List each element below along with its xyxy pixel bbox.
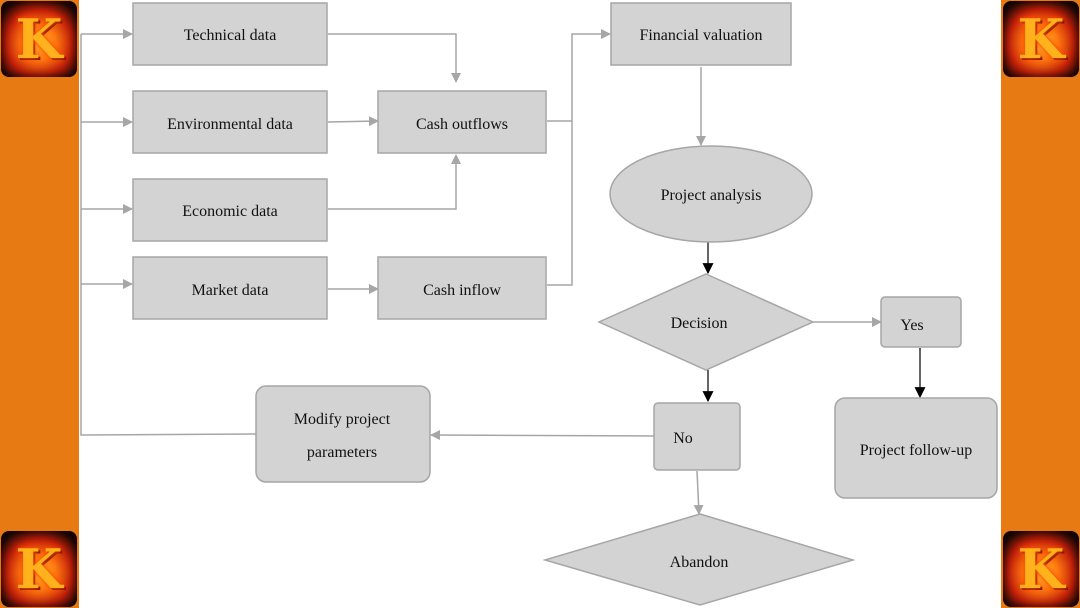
label-abandon: Abandon	[670, 554, 729, 571]
flame-k-logo-bottom-left: K	[1, 531, 77, 607]
label-project-followup: Project follow-up	[860, 442, 972, 459]
flame-k-logo-top-left: K	[1, 1, 77, 77]
label-market-data: Market data	[192, 282, 269, 299]
flame-k-logo-bottom-right: K	[1003, 531, 1079, 607]
node-modify-project-parameters	[255, 385, 431, 483]
flame-k-logo-top-right: K	[1003, 1, 1079, 77]
node-financial-valuation	[610, 2, 792, 66]
label-economic-data: Economic data	[182, 203, 278, 220]
label-yes: Yes	[900, 317, 923, 334]
connector-economic-to-outflows	[328, 154, 461, 210]
node-abandon	[542, 513, 856, 606]
label-modify-line2: parameters	[307, 444, 377, 461]
node-project-followup	[834, 397, 998, 499]
label-financial-valuation: Financial valuation	[639, 27, 762, 44]
label-decision: Decision	[671, 315, 728, 332]
label-cash-outflows: Cash outflows	[416, 116, 508, 133]
node-environmental-data	[132, 90, 328, 154]
node-cash-outflows	[377, 90, 547, 154]
label-technical-data: Technical data	[184, 27, 277, 44]
connector-outflows-to-valuation	[547, 29, 611, 122]
connector-technical-to-outflows	[328, 33, 461, 83]
node-yes	[880, 296, 962, 348]
node-no	[653, 402, 741, 471]
node-decision	[597, 273, 815, 371]
label-environmental-data: Environmental data	[167, 116, 293, 133]
label-modify-line1: Modify project	[294, 411, 391, 428]
left-side-bar	[0, 0, 79, 608]
connector-no-to-modify	[430, 430, 655, 441]
connector-inflow-to-valuation	[547, 121, 573, 286]
node-technical-data	[132, 2, 328, 66]
connector-feedback-loop	[80, 34, 257, 436]
label-no: No	[673, 430, 693, 447]
label-project-analysis: Project analysis	[661, 187, 762, 204]
node-market-data	[132, 256, 328, 320]
node-cash-inflow	[377, 256, 547, 320]
node-economic-data	[132, 178, 328, 242]
right-side-bar	[1001, 0, 1080, 608]
label-cash-inflow: Cash inflow	[423, 282, 501, 299]
connector-environmental-to-outflows	[327, 116, 379, 127]
connector-no-to-abandon	[693, 470, 704, 515]
node-project-analysis	[609, 145, 813, 243]
